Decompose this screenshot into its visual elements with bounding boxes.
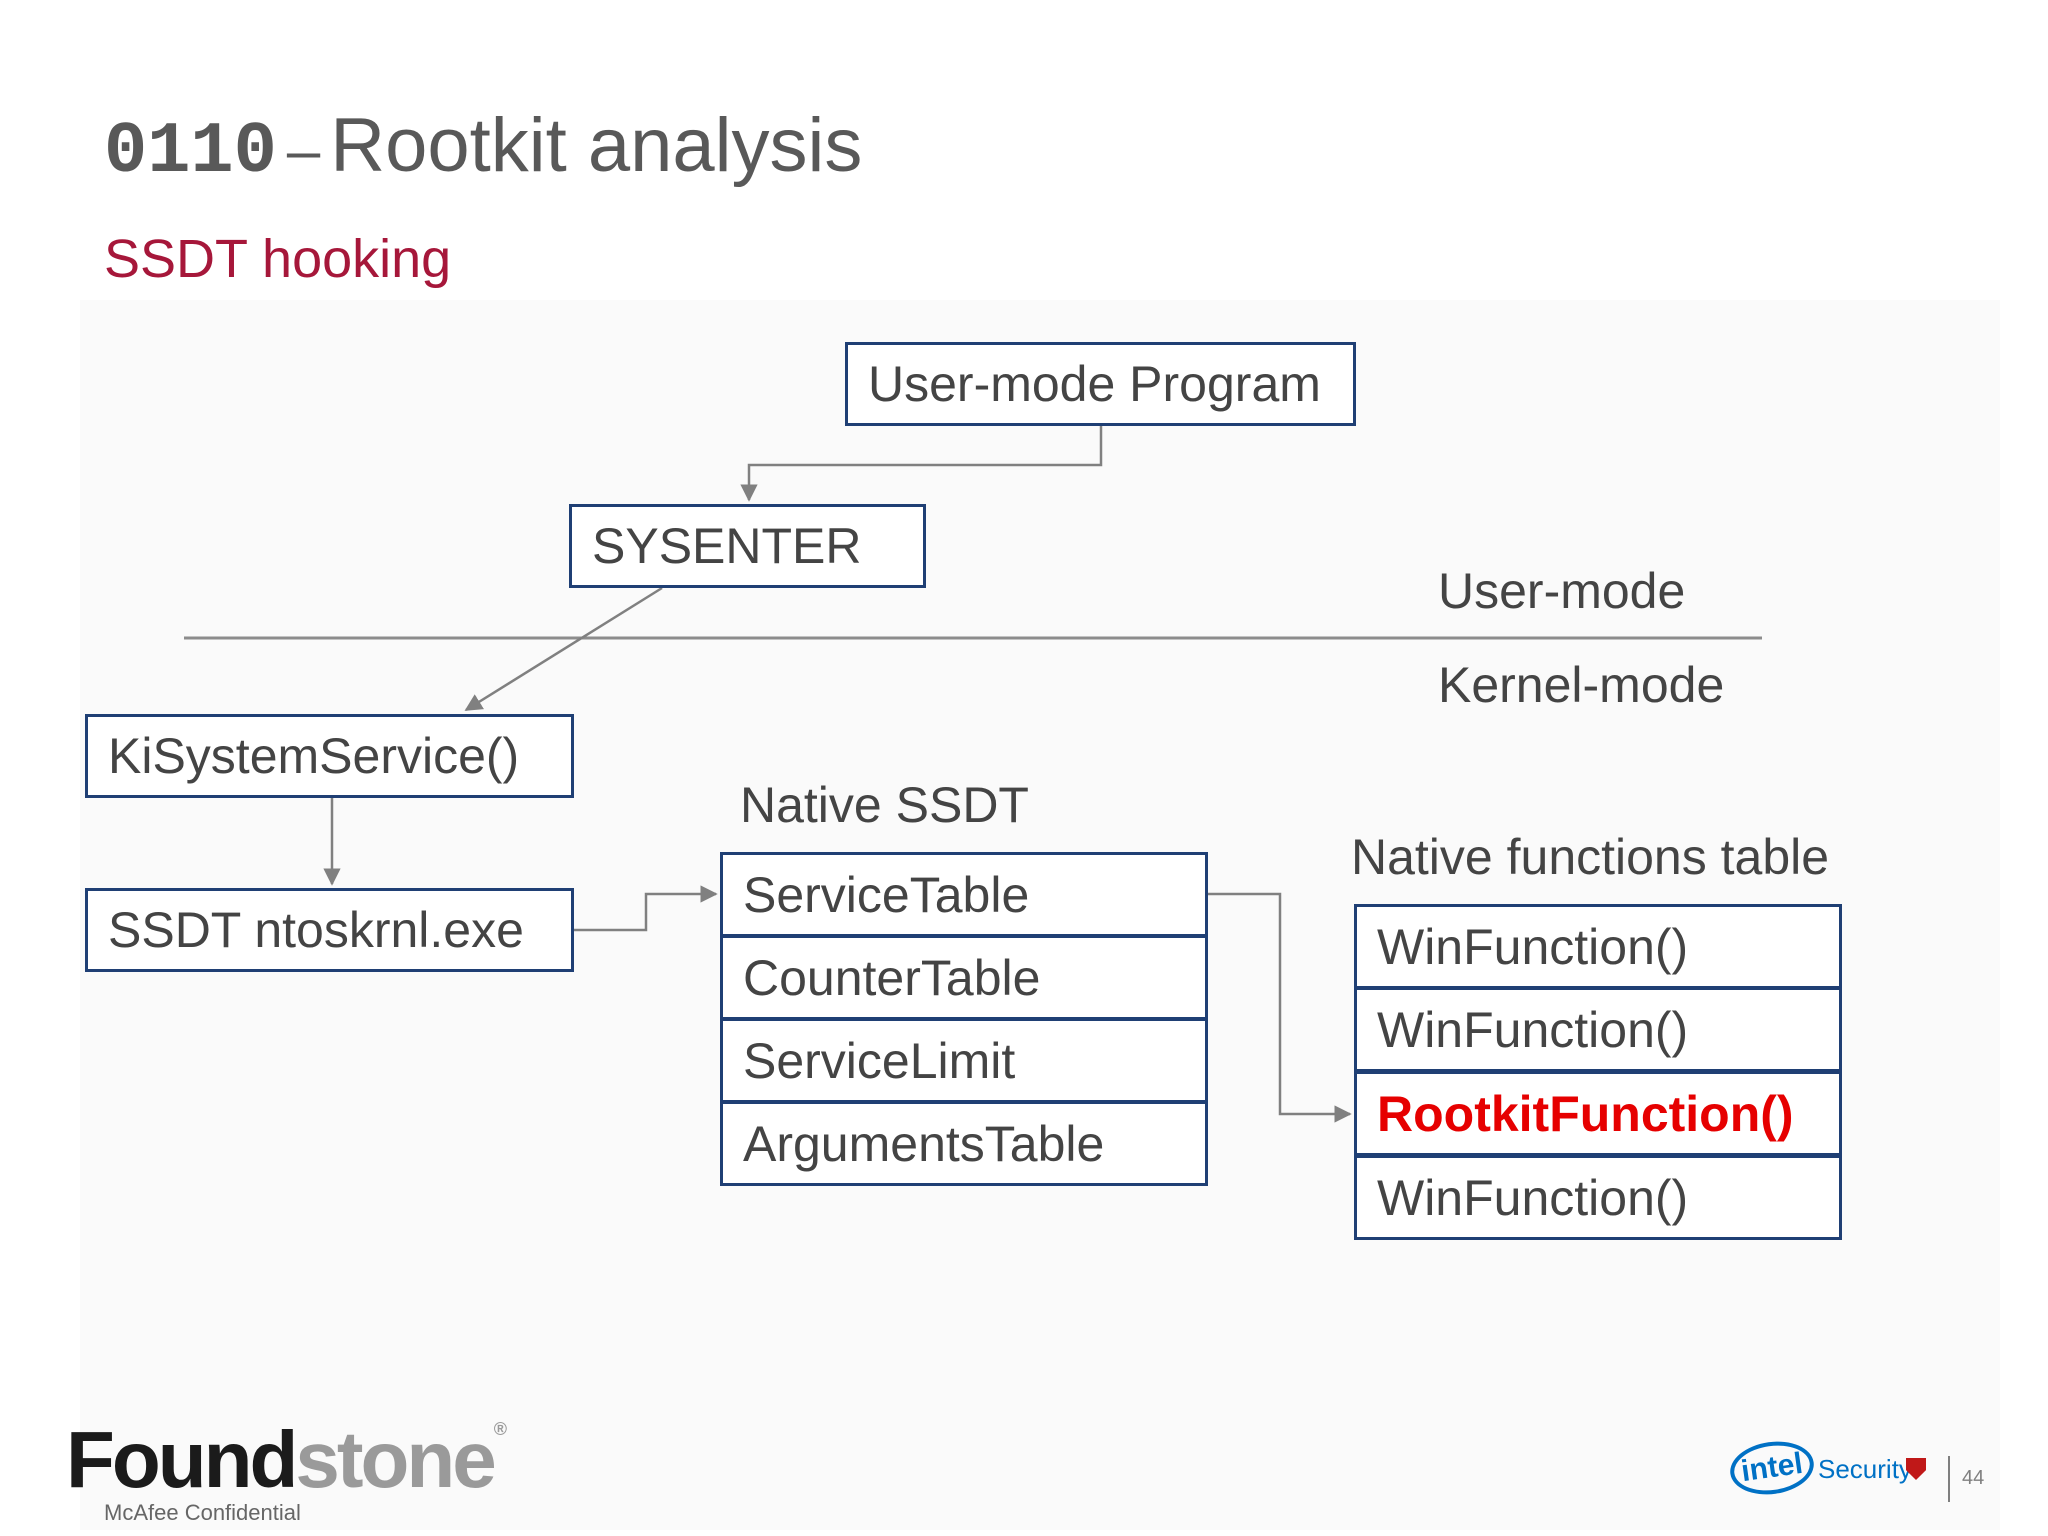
servicetable-to-rootkit-arrow <box>1208 892 1352 1123</box>
program-to-sysenter-arrow <box>740 426 1103 502</box>
security-label: Security <box>1818 1454 1912 1484</box>
ssdt-ntoskrnl-box: SSDT ntoskrnl.exe <box>85 888 574 972</box>
function-row-winfunction-1: WinFunction() <box>1354 904 1842 989</box>
user-mode-program-box: User-mode Program <box>845 342 1356 426</box>
foundstone-logo-part2: stone <box>295 1415 496 1504</box>
foundstone-logo: Foundstone® <box>66 1420 507 1500</box>
function-row-winfunction-2: WinFunction() <box>1354 987 1842 1072</box>
ssdt-to-servicetable-arrow <box>574 885 718 932</box>
native-ssdt-label: Native SSDT <box>740 777 1029 833</box>
native-functions-table: WinFunction() WinFunction() RootkitFunct… <box>1354 904 1842 1240</box>
native-ssdt-table: ServiceTable CounterTable ServiceLimit A… <box>720 852 1208 1186</box>
registered-mark: ® <box>493 1419 507 1439</box>
ssdt-row-argumentstable: ArgumentsTable <box>720 1101 1208 1186</box>
ssdt-row-servicelimit: ServiceLimit <box>720 1018 1208 1103</box>
ssdt-ntoskrnl-label: SSDT ntoskrnl.exe <box>108 902 524 958</box>
confidential-notice: McAfee Confidential <box>104 1500 301 1525</box>
title-text: Rootkit analysis <box>330 103 863 188</box>
kisystemservice-label: KiSystemService() <box>108 728 520 784</box>
function-row-rootkitfunction: RootkitFunction() <box>1354 1071 1842 1156</box>
kernel-mode-label: Kernel-mode <box>1438 657 1725 713</box>
title-dash: – <box>286 117 321 184</box>
slide-subtitle: SSDT hooking <box>104 229 452 289</box>
native-functions-table-label: Native functions table <box>1351 829 1830 885</box>
sysenter-box: SYSENTER <box>569 504 926 588</box>
function-row-winfunction-3: WinFunction() <box>1354 1155 1842 1240</box>
page-number: 44 <box>1962 1467 1985 1489</box>
ssdt-row-countertable: CounterTable <box>720 935 1208 1020</box>
sysenter-to-kisystemservice-arrow <box>464 586 663 712</box>
ssdt-row-servicetable: ServiceTable <box>720 852 1208 937</box>
kisystemservice-box: KiSystemService() <box>85 714 574 798</box>
intel-logo-text: intel <box>1739 1446 1805 1489</box>
slide-title: 0110–Rootkit analysis <box>104 108 862 189</box>
user-mode-label: User-mode <box>1438 563 1686 619</box>
title-code: 0110 <box>104 111 277 193</box>
footer-divider <box>1948 1456 1950 1502</box>
user-mode-program-label: User-mode Program <box>868 356 1321 412</box>
sysenter-label: SYSENTER <box>592 518 862 574</box>
mcafee-shield-icon <box>1906 1458 1926 1480</box>
foundstone-logo-part1: Found <box>66 1415 298 1504</box>
